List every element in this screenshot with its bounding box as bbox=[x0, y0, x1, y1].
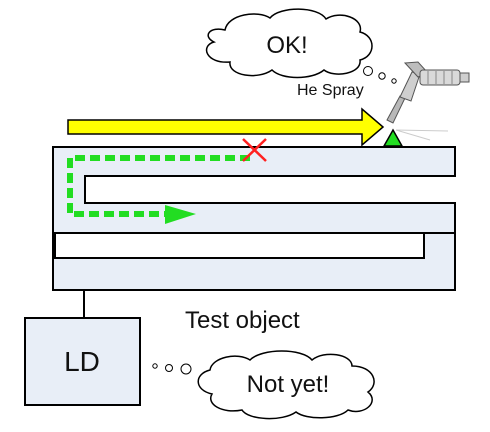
not-yet-thought-dots bbox=[152, 363, 192, 375]
spray-point-marker bbox=[382, 128, 404, 147]
not-yet-text: Not yet! bbox=[247, 371, 330, 398]
he-spray-label: He Spray bbox=[297, 82, 364, 99]
green-arrowhead bbox=[165, 205, 196, 224]
ld-box bbox=[24, 317, 141, 406]
test-object-label: Test object bbox=[185, 307, 300, 334]
test-object bbox=[52, 146, 456, 291]
spray-lines bbox=[395, 129, 449, 141]
leak-cross-icon bbox=[242, 138, 267, 162]
yellow-arrow bbox=[67, 107, 385, 147]
ok-cloud bbox=[205, 8, 373, 79]
ok-text: OK! bbox=[266, 32, 307, 59]
ld-label: LD bbox=[64, 346, 100, 377]
ok-thought-dots bbox=[363, 66, 397, 84]
spray-gun-icon bbox=[386, 61, 470, 124]
not-yet-cloud bbox=[197, 350, 375, 420]
green-dashed-path bbox=[67, 155, 250, 217]
